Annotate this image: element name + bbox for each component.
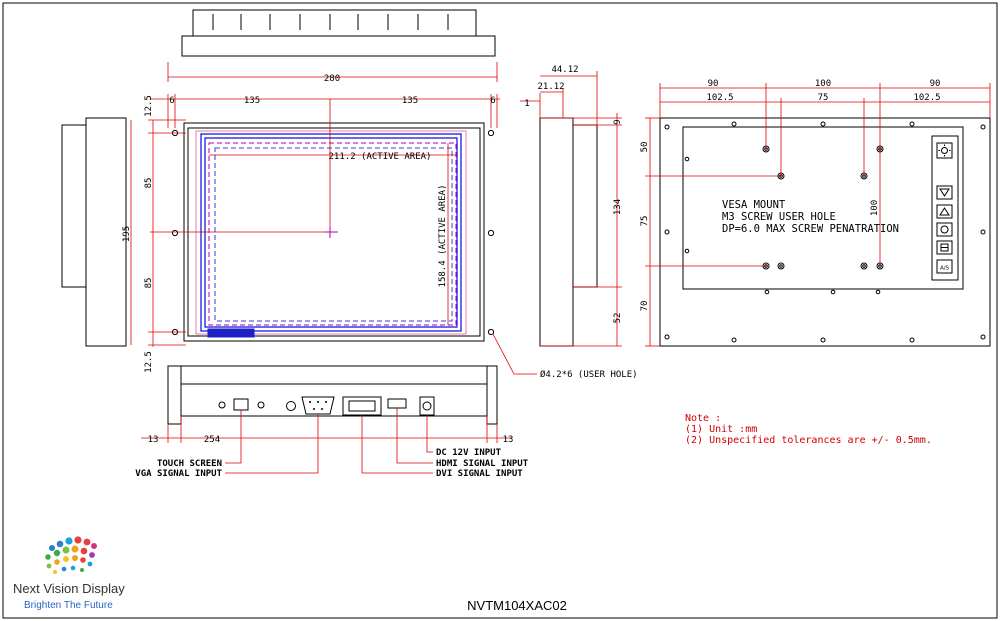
dim-rear-left-c: 70: [640, 301, 650, 312]
vesa-line-1: VESA MOUNT: [722, 199, 786, 211]
note-tolerance: (2) Unspecified tolerances are +/- 0.5mm…: [685, 435, 932, 446]
dim-active-height: 158.4 (ACTIVE AREA): [438, 185, 448, 288]
rear-view: 90 100 90 102.5 75 102.5 50 75 70 100 VE…: [640, 79, 991, 347]
dim-active-width: 211.2 (ACTIVE AREA): [329, 152, 432, 162]
triangle-down-icon[interactable]: [936, 185, 953, 200]
menu-icon[interactable]: [936, 240, 953, 255]
brand-name: Next Vision Display: [13, 581, 125, 596]
dim-left-mid-lower: 85: [144, 278, 154, 289]
dim-left-top: 12.5: [144, 95, 154, 117]
hdmi-port: [387, 398, 407, 409]
osd-button-panel: [931, 135, 959, 281]
av-icon[interactable]: A/S: [936, 259, 953, 274]
vga-port: [301, 396, 335, 415]
dim-rear-top-c: 90: [930, 79, 941, 89]
power-icon[interactable]: [936, 222, 953, 237]
dim-rear-row2-b: 75: [818, 93, 829, 103]
dim-side-mid: 134: [613, 199, 623, 215]
dim-side-depth-total: 44.12: [551, 65, 578, 75]
side-view: 44.12 21.12 1 9 134 52: [520, 65, 623, 347]
dim-bottom-right-margin: 13: [503, 435, 514, 445]
front-view: 6 135 135 6 211.2 (ACTIVE AREA) 158.4 (A…: [61, 94, 638, 380]
dim-side-edge: 1: [524, 99, 529, 109]
dim-side-bottom: 52: [613, 313, 623, 324]
dim-overall-height: 195: [122, 226, 132, 242]
dim-left-offset: 6: [169, 96, 174, 106]
dim-rear-top-a: 90: [708, 79, 719, 89]
callout-hdmi: HDMI SIGNAL INPUT: [436, 459, 529, 469]
dim-half-right: 135: [402, 96, 418, 106]
triangle-up-icon[interactable]: [936, 204, 953, 219]
brand-logo: Next Vision Display Brighten The Future: [13, 536, 125, 611]
av-button-label: A/S: [940, 266, 950, 272]
dim-half-left: 135: [244, 96, 260, 106]
dim-side-depth-partial: 21.12: [537, 82, 564, 92]
vesa-line-3: DP=6.0 MAX SCREW PENATRATION: [722, 223, 899, 235]
dim-side-top-gap: 9: [613, 119, 623, 124]
callout-dc: DC 12V INPUT: [436, 448, 502, 458]
bottom-view: 13 254 13 TOUCH SCREEN VGA SIGNAL INPUT …: [135, 365, 529, 479]
dim-rear-row2-c: 102.5: [913, 93, 940, 103]
vesa-line-2: M3 SCREW USER HOLE: [722, 211, 836, 223]
dim-top-width: 280: [324, 74, 340, 84]
touch-port: [233, 398, 249, 411]
dim-left-bottom: 12.5: [144, 351, 154, 373]
brand-tagline: Brighten The Future: [24, 600, 113, 611]
callout-vga: VGA SIGNAL INPUT: [135, 469, 222, 479]
dim-rear-right-v: 100: [870, 200, 880, 216]
note-unit: (1) Unit :mm: [685, 424, 757, 435]
dim-bottom-left-margin: 13: [148, 435, 159, 445]
sun-icon[interactable]: [936, 142, 953, 159]
dim-rear-top-b: 100: [815, 79, 831, 89]
dim-bottom-inner-width: 254: [204, 435, 220, 445]
top-view: 280: [167, 9, 498, 84]
fpc-tab: [207, 328, 255, 338]
logo-dots-mark: [45, 536, 97, 574]
dim-left-mid-upper: 85: [144, 178, 154, 189]
dim-user-hole: Ø4.2*6 (USER HOLE): [540, 369, 638, 380]
callout-touch-screen: TOUCH SCREEN: [157, 459, 222, 469]
dc-jack: [419, 396, 435, 416]
dim-rear-left-b: 75: [640, 216, 650, 227]
dim-rear-left-a: 50: [640, 142, 650, 153]
notes: Note : (1) Unit :mm (2) Unspecified tole…: [685, 413, 932, 446]
model-number: NVTM104XAC02: [467, 598, 567, 613]
dim-right-offset: 6: [490, 96, 495, 106]
note-title: Note :: [685, 413, 721, 424]
callout-dvi: DVI SIGNAL INPUT: [436, 469, 523, 479]
dim-rear-row2-a: 102.5: [706, 93, 733, 103]
